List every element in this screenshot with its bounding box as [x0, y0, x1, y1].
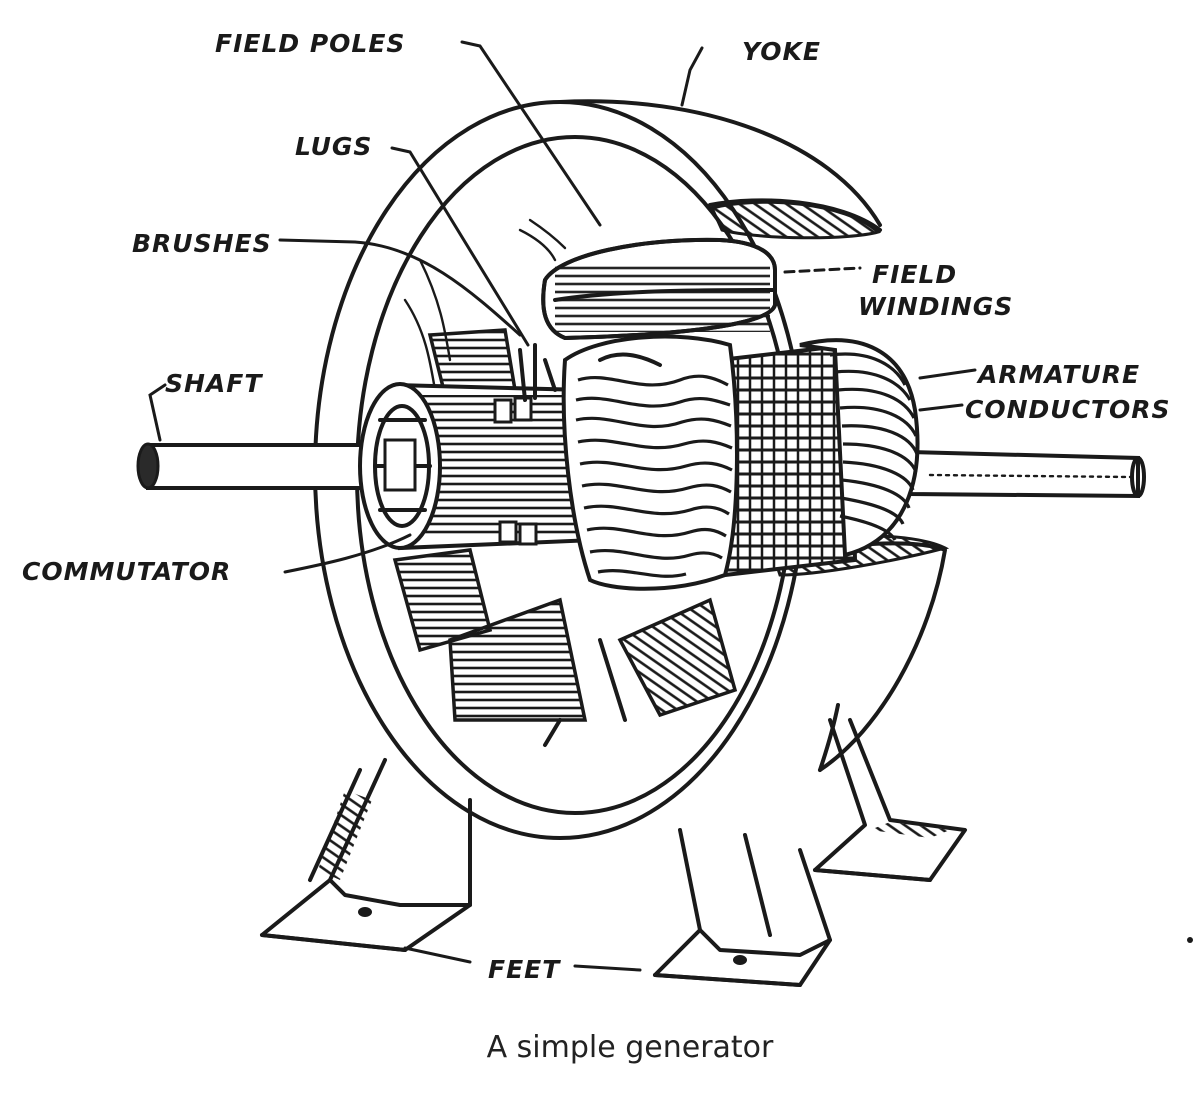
right-foot [813, 718, 967, 882]
label-armature-1: ARMATURE [976, 360, 1140, 389]
label-lugs: LUGS [295, 132, 372, 161]
field-poles-lower [392, 328, 738, 747]
commutator [358, 343, 598, 551]
label-shaft: SHAFT [165, 369, 263, 398]
label-feet: FEET [488, 955, 561, 984]
center-foot [653, 828, 832, 987]
shaft [136, 442, 1146, 499]
armature [561, 334, 920, 591]
stray-dot [1187, 937, 1193, 943]
feet-assembly [260, 718, 967, 987]
labels: FIELD POLES YOKE LUGS BRUSHES FIELD WIND… [22, 29, 1170, 984]
label-armature-2: CONDUCTORS [965, 395, 1170, 424]
label-field-windings-2: WINDINGS [858, 292, 1013, 321]
label-commutator: COMMUTATOR [22, 557, 231, 586]
label-brushes: BRUSHES [132, 229, 272, 258]
figure-caption: A simple generator [486, 1030, 774, 1065]
left-foot [260, 758, 472, 952]
field-pole-top [541, 237, 777, 341]
label-field-windings-1: FIELD [872, 260, 957, 289]
label-yoke: YOKE [742, 37, 821, 66]
label-field-poles: FIELD POLES [215, 29, 405, 58]
leader-lines [148, 40, 977, 972]
